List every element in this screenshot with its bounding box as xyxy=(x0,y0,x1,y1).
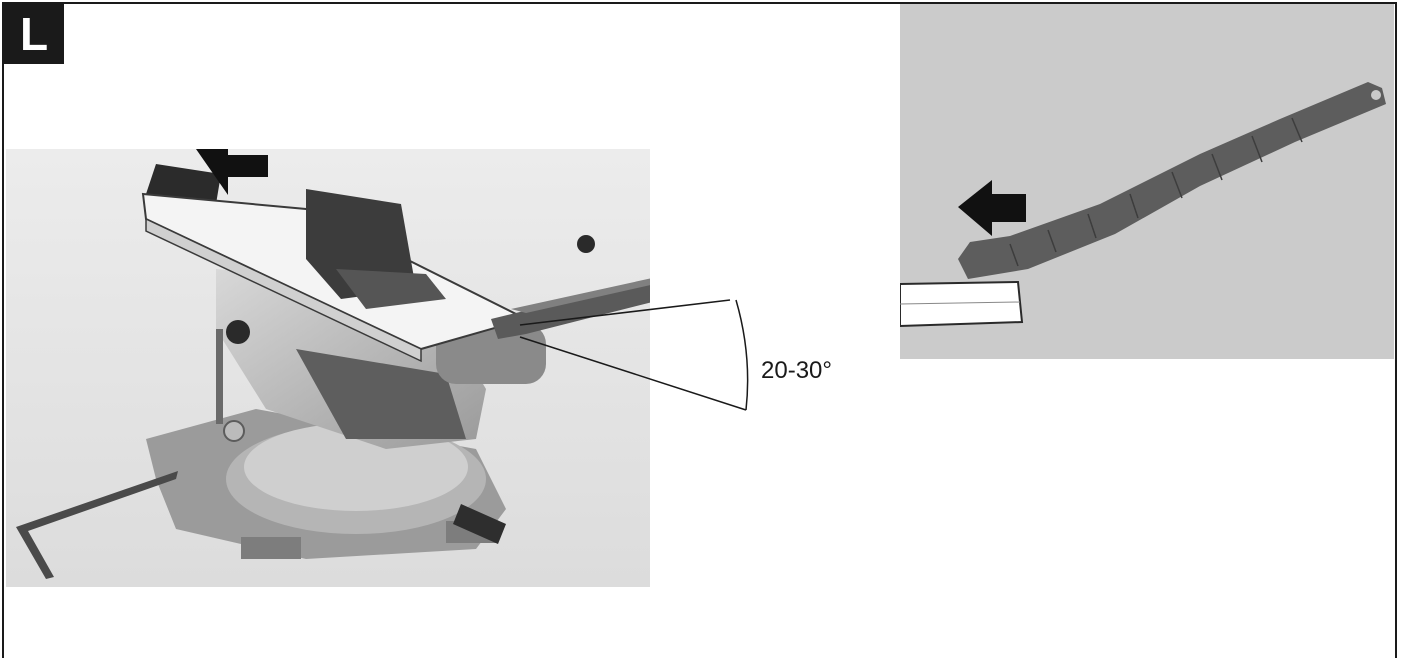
push-direction-arrow-icon xyxy=(196,149,268,195)
angle-label: 20-30° xyxy=(761,357,832,384)
figure-label: L xyxy=(4,4,64,64)
miter-saw-photo xyxy=(6,149,650,587)
angle-arc xyxy=(735,299,749,411)
push-stick-detail-photo xyxy=(900,4,1394,359)
angle-line-lower xyxy=(519,336,747,411)
push-direction-arrow-icon xyxy=(958,180,1026,236)
angle-line-upper xyxy=(519,299,731,326)
